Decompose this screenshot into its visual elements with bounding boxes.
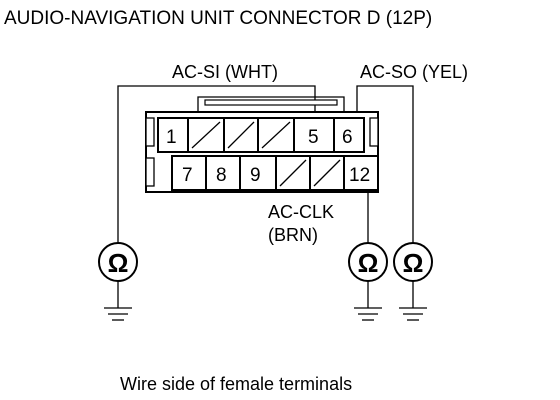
label-ac-so: AC-SO (YEL): [360, 62, 468, 82]
label-ac-clk: AC-CLK: [268, 202, 334, 222]
pin-label-1: 1: [166, 127, 177, 148]
diagram-caption: Wire side of female terminals: [120, 374, 352, 394]
label-ac-si: AC-SI (WHT): [172, 62, 278, 82]
pin-cavity-6: [333, 117, 365, 153]
ground-icon: [354, 281, 382, 321]
wire-ac-so: [356, 85, 414, 243]
pin-label-6: 6: [342, 127, 353, 148]
pin-cavity-7: [171, 155, 207, 191]
pin-label-5: 5: [308, 127, 319, 148]
pin-cavity-9: [239, 155, 277, 191]
pin-row-top: 1 5 6: [157, 117, 365, 153]
label-ac-clk-color: (BRN): [268, 225, 318, 245]
ohm-icon: Ω: [358, 248, 379, 278]
ground-icon: [104, 281, 132, 321]
ground-symbols: [104, 281, 427, 321]
pin-label-8: 8: [216, 165, 227, 186]
ohmmeter-middle: Ω: [348, 242, 388, 282]
pin-row-bottom: 7 8 9 12: [171, 155, 379, 191]
pin-cavity-12: [343, 155, 379, 191]
wire-ac-si: [117, 85, 316, 243]
ohmmeter-left: Ω: [98, 242, 138, 282]
ohm-icon: Ω: [108, 248, 129, 278]
pin-label-12: 12: [349, 165, 370, 186]
ground-icon: [399, 281, 427, 321]
wires: [117, 85, 414, 243]
ohmmeter-right: Ω: [393, 242, 433, 282]
pin-label-9: 9: [250, 165, 261, 186]
pin-label-7: 7: [182, 165, 193, 186]
pin-cavity-5: [293, 117, 335, 153]
diagram-title: AUDIO-NAVIGATION UNIT CONNECTOR D (12P): [4, 8, 432, 29]
ohm-icon: Ω: [403, 248, 424, 278]
